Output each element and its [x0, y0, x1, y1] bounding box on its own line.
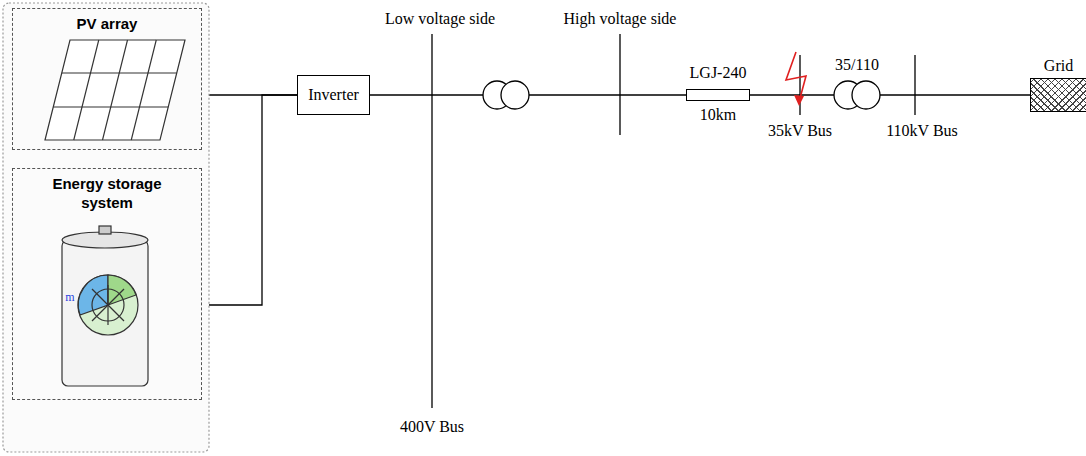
bus-label: 400V Bus [400, 418, 464, 436]
grid-box: Grid [1030, 78, 1086, 112]
tank-mark: m [65, 291, 74, 304]
pv-panel [45, 40, 185, 140]
fault-symbol [786, 52, 806, 106]
pv-array-box: PV array [12, 8, 202, 150]
side-label: High voltage side [564, 10, 677, 28]
transformer-symbol [834, 81, 880, 109]
line-impedance: LGJ-24010km [686, 89, 750, 101]
bus-label: 35kV Bus [768, 122, 832, 140]
node-text: Grid [1044, 57, 1073, 75]
node-text: Energy storage system [37, 175, 177, 213]
wire [202, 95, 297, 305]
bus-400v [431, 34, 432, 408]
bus-hv [619, 34, 620, 135]
storage-tank [62, 226, 148, 386]
bus-110kv [914, 55, 915, 115]
transformer-symbol [483, 81, 529, 109]
node-text: Inverter [308, 86, 359, 104]
node-text: PV array [77, 15, 138, 34]
bus-label: 110kV Bus [886, 122, 958, 140]
side-label: Low voltage side [385, 10, 495, 28]
wire [750, 94, 1030, 95]
inverter-box: Inverter [297, 75, 370, 115]
storage-box: Energy storage system [12, 168, 202, 400]
bus-35kv [799, 55, 800, 115]
transformer-ratio: 35/110 [835, 56, 879, 74]
node-text: 10km [700, 106, 736, 124]
node-text: LGJ-240 [690, 64, 747, 82]
grid-hatch [1031, 79, 1086, 111]
plant-enclosure [3, 3, 209, 452]
